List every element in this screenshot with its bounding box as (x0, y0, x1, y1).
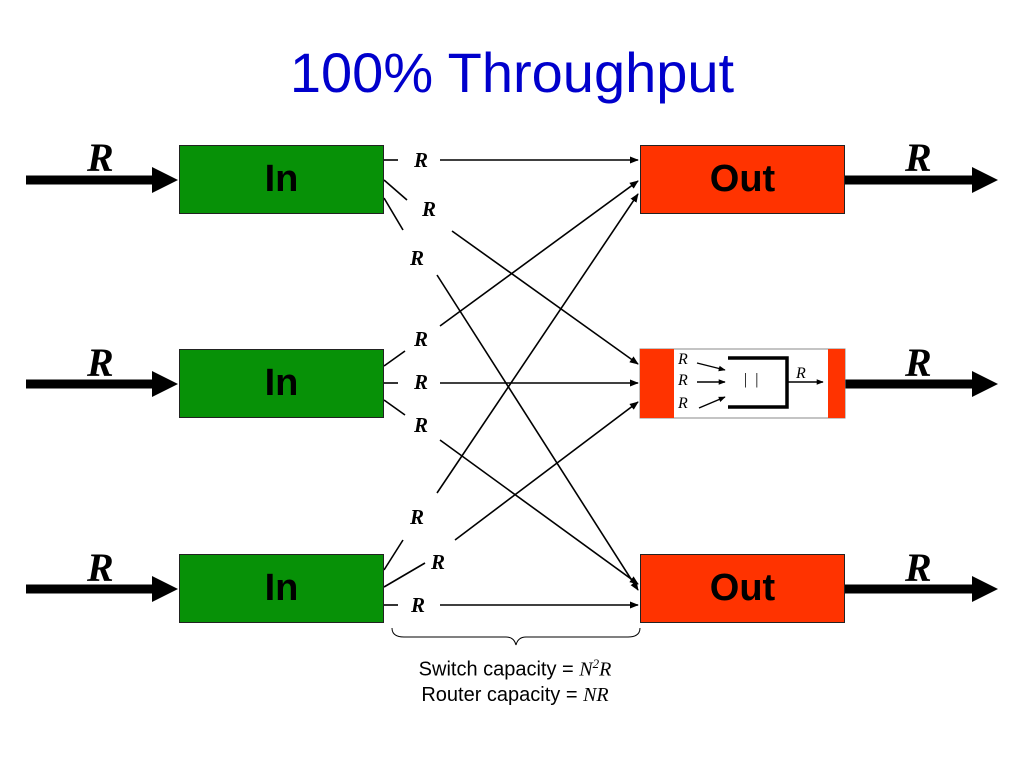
input-rate-label-1: R (87, 135, 114, 180)
link-label-in1-1: R (414, 148, 429, 172)
link-label-in3-2: R (431, 550, 446, 574)
input-arrow-2 (26, 371, 178, 397)
input-port-1: In (179, 145, 384, 214)
link-label-in2-2: R (414, 370, 429, 394)
link-label-in1-3: R (410, 246, 425, 270)
queue-buffer (728, 356, 789, 409)
queue-in-label-1: R (678, 351, 688, 368)
input-port-3: In (179, 554, 384, 623)
switch-capacity-n: N (579, 658, 593, 681)
output-arrow-2 (845, 371, 998, 397)
page-title: 100% Throughput (289, 41, 735, 104)
link-in2-out1 (439, 180, 639, 327)
input-arrow-1 (26, 167, 178, 193)
queue-in-arrow-1 (696, 362, 726, 372)
output-rate-label-1: R (905, 135, 932, 180)
queue-in-arrow-3 (698, 396, 726, 409)
queue-symbol: | | (744, 371, 761, 388)
link-label-in1-2: R (422, 197, 437, 221)
link-in2-out1-stub (383, 350, 406, 367)
link-label-in3-3: R (411, 593, 426, 617)
queued-output-right-bar (828, 349, 845, 418)
switch-capacity-r: R (599, 658, 612, 681)
switch-capacity-prefix: Switch capacity = (418, 658, 580, 681)
switch-capacity-caption: Switch capacity = N2R (330, 652, 700, 682)
router-capacity-value: NR (583, 684, 609, 706)
link-in1-out2 (451, 230, 639, 365)
output-port-3: Out (640, 554, 845, 623)
link-label-in2-1: R (414, 327, 429, 351)
link-in2-out3 (439, 439, 639, 585)
link-in3-out2-stub (383, 562, 426, 588)
output-arrow-1 (845, 167, 998, 193)
queue-in-label-2: R (678, 372, 688, 389)
link-in2-out3-stub (383, 399, 406, 416)
output-rate-label-2: R (905, 340, 932, 385)
queued-output-left-bar (640, 349, 674, 418)
queue-out-label: R (796, 365, 806, 382)
link-in3-out2 (454, 401, 639, 541)
input-port-2: In (179, 349, 384, 418)
queued-output-port (639, 348, 846, 419)
link-in3-out1 (436, 193, 639, 494)
link-in1-out2-stub (383, 179, 408, 201)
router-capacity-prefix: Router capacity = (421, 684, 584, 706)
router-capacity-caption: Router capacity = NR (330, 683, 700, 707)
queue-in-label-3: R (678, 395, 688, 412)
output-arrow-3 (845, 576, 998, 602)
link-in1-out3 (436, 274, 639, 591)
link-label-in2-3: R (414, 413, 429, 437)
switch-capacity-power: 2 (592, 656, 600, 671)
input-rate-label-2: R (87, 340, 114, 385)
output-rate-label-3: R (905, 545, 932, 590)
output-port-1: Out (640, 145, 845, 214)
input-rate-label-3: R (87, 545, 114, 590)
capacity-brace (391, 627, 641, 646)
link-in1-out3-stub (383, 197, 404, 231)
input-arrow-3 (26, 576, 178, 602)
link-in3-out1-stub (383, 539, 404, 571)
link-label-in3-1: R (410, 505, 425, 529)
